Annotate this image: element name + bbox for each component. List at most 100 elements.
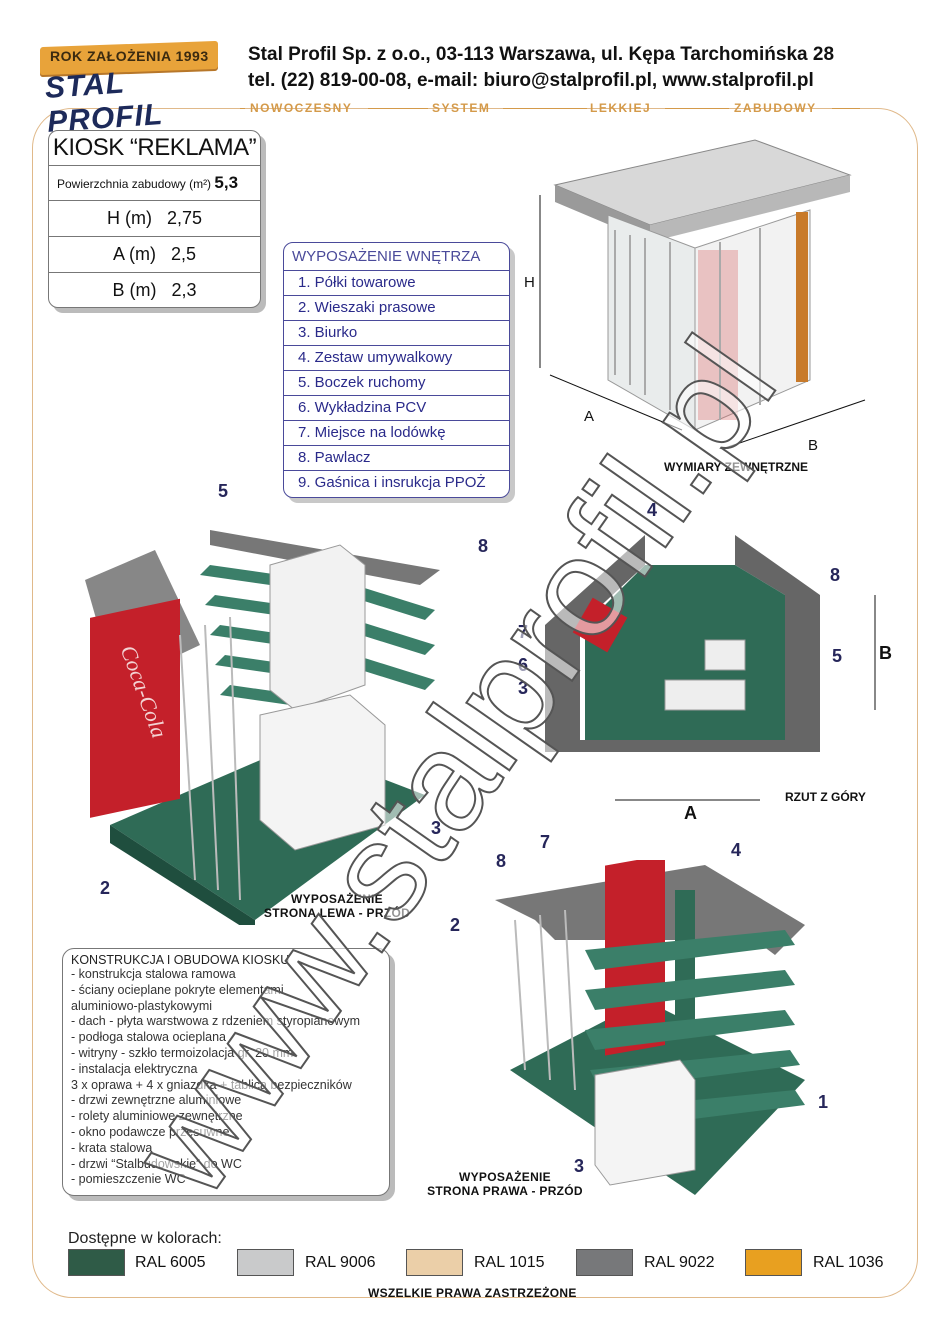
- left-caption-line: WYPOSAŻENIE: [291, 892, 383, 906]
- color-swatch: [745, 1249, 802, 1276]
- tagline-word-2: SYSTEM: [432, 101, 491, 115]
- left-callout-5: 5: [218, 481, 229, 501]
- construction-box: KONSTRUKCJA I OBUDOWA KIOSKU - konstrukc…: [62, 948, 390, 1196]
- page-frame: [32, 108, 918, 1298]
- dimension-value: 2,5: [170, 244, 197, 264]
- right-callout-1: 1: [818, 1092, 829, 1112]
- equipment-item: 5. Boczek ruchomy: [284, 371, 509, 396]
- construction-line: - ściany ocieplane pokryte elementami: [71, 982, 284, 997]
- dimension-row: B (m) 2,3: [49, 273, 260, 307]
- kiosk-title: KIOSK “REKLAMA”: [49, 131, 260, 166]
- construction-line: - drzwi “Stalbudowskie” do WC: [71, 1156, 242, 1171]
- right-callout-2: 2: [450, 915, 461, 935]
- right-interior-drawing: [495, 860, 805, 1195]
- company-contact: tel. (22) 819-00-08, e-mail: biuro@stalp…: [248, 70, 814, 91]
- construction-title: KONSTRUKCJA I OBUDOWA KIOSKU: [71, 953, 290, 967]
- top-callout-8: 8: [830, 565, 841, 585]
- equipment-title: WYPOSAŻENIE WNĘTRZA: [284, 243, 509, 271]
- color-label: RAL 9022: [644, 1254, 715, 1271]
- equipment-item: 2. Wieszaki prasowe: [284, 296, 509, 321]
- construction-line: - instalacja elektryczna: [71, 1061, 198, 1076]
- equipment-item: 3. Biurko: [284, 321, 509, 346]
- rights-footer: WSZELKIE PRAWA ZASTRZEŻONE: [368, 1286, 577, 1300]
- construction-line: 3 x oprawa + 4 x gniazdka + tablica bezp…: [71, 1077, 352, 1092]
- tagline-rule: [503, 108, 587, 109]
- exterior-dim-b: B: [808, 437, 819, 454]
- dimension-label: H (m): [106, 208, 152, 228]
- left-view-caption: WYPOSAŻENIE STRONA LEWA - PRZÓD: [262, 892, 412, 920]
- dimension-row: A (m) 2,5: [49, 237, 260, 273]
- company-logo: ROK ZAŁOŻENIA 1993 STAL PROFIL: [40, 40, 218, 139]
- tagline-word-4: ZABUDOWY: [734, 101, 817, 115]
- kiosk-spec-table: KIOSK “REKLAMA” Powierzchnia zabudowy (m…: [48, 130, 261, 308]
- construction-line: - rolety aluminiowe zewnętrzne: [71, 1109, 243, 1124]
- top-callout-4: 4: [647, 500, 658, 520]
- tagline-rule: [240, 108, 245, 109]
- top-callout-3: 3: [518, 678, 529, 698]
- right-callout-7: 7: [540, 832, 551, 852]
- construction-line: - witryny - szkło termoizolacja gr. 20 m…: [71, 1045, 294, 1060]
- equipment-item: 1. Półki towarowe: [284, 271, 509, 296]
- color-label: RAL 6005: [135, 1254, 206, 1271]
- construction-line: - okno podawcze przesuwne: [71, 1124, 230, 1139]
- tagline-rule: [665, 108, 729, 109]
- exterior-dim-h: H: [524, 274, 535, 291]
- tagline-word-1: NOWOCZESNY: [250, 101, 353, 115]
- right-callout-8: 8: [496, 851, 507, 871]
- equipment-item: 9. Gaśnica i insrukcja PPOŻ: [298, 474, 486, 491]
- dimension-label: A (m): [112, 244, 156, 264]
- right-caption-line: WYPOSAŻENIE: [459, 1170, 551, 1184]
- color-swatch: [406, 1249, 463, 1276]
- company-address: Stal Profil Sp. z o.o., 03-113 Warszawa,…: [248, 44, 835, 65]
- left-callout-8: 8: [478, 536, 489, 556]
- construction-line: aluminiowo-plastykowymi: [71, 998, 213, 1013]
- tagline-rule: [368, 108, 428, 109]
- area-row: Powierzchnia zabudowy (m²) 5,3: [49, 166, 260, 201]
- equipment-item: 4. Zestaw umywalkowy: [284, 346, 509, 371]
- top-callout-7: 7: [518, 622, 529, 642]
- area-label: Powierzchnia zabudowy (m²): [57, 177, 212, 191]
- top-callout-5: 5: [832, 646, 843, 666]
- construction-line: - drzwi zewnętrzne aluminiowe: [71, 1093, 242, 1108]
- area-value: 5,3: [214, 173, 239, 192]
- right-callout-3: 3: [574, 1156, 585, 1176]
- top-dim-a: A: [684, 803, 697, 823]
- exterior-view-drawing: [539, 139, 866, 449]
- color-swatch: [237, 1249, 294, 1276]
- right-caption-line: STRONA PRAWA - PRZÓD: [427, 1184, 583, 1198]
- left-callout-2: 2: [100, 878, 111, 898]
- construction-line: - krata stalowa: [71, 1140, 153, 1155]
- dimension-value: 2,3: [171, 280, 197, 300]
- dimension-label: B (m): [112, 280, 157, 300]
- equipment-list: WYPOSAŻENIE WNĘTRZA 1. Półki towarowe 2.…: [283, 242, 510, 498]
- color-label: RAL 9006: [305, 1254, 376, 1271]
- top-view-drawing: [545, 535, 876, 801]
- color-label: RAL 1015: [474, 1254, 545, 1271]
- construction-line: - konstrukcja stalowa ramowa: [71, 967, 236, 981]
- equipment-item: 8. Pawlacz: [284, 446, 509, 471]
- construction-line: - dach - płyta warstwowa z rdzeniem styr…: [71, 1014, 360, 1029]
- dimension-value: 2,75: [166, 208, 203, 228]
- colors-title: Dostępne w kolorach:: [68, 1230, 222, 1247]
- exterior-caption: WYMIARY ZEWNĘTRZNE: [664, 460, 808, 474]
- right-view-caption: WYPOSAŻENIE STRONA PRAWA - PRZÓD: [420, 1170, 590, 1198]
- top-callout-6: 6: [518, 655, 529, 675]
- color-label: RAL 1036: [813, 1254, 884, 1271]
- left-interior-drawing: Coca-Cola: [85, 530, 440, 925]
- top-dim-b: B: [879, 643, 892, 663]
- tagline-word-3: LEKKIEJ: [590, 101, 652, 115]
- exterior-dim-a: A: [584, 408, 595, 425]
- construction-line: - podłoga stalowa ocieplana: [71, 1030, 226, 1045]
- equipment-item: 7. Miejsce na lodówkę: [284, 421, 509, 446]
- logo-year: ROK ZAŁOŻENIA 1993: [50, 48, 209, 64]
- equipment-item: 6. Wykładzina PCV: [284, 396, 509, 421]
- color-swatch: [68, 1249, 125, 1276]
- left-callout-3: 3: [431, 818, 442, 838]
- construction-line: - pomieszczenie WC: [71, 1172, 186, 1187]
- dimension-row: H (m) 2,75: [49, 201, 260, 237]
- left-caption-line: STRONA LEWA - PRZÓD: [263, 906, 411, 920]
- right-callout-4: 4: [731, 840, 742, 860]
- color-swatch: [576, 1249, 633, 1276]
- top-view-caption: RZUT Z GÓRY: [785, 790, 866, 804]
- tagline-rule: [832, 108, 860, 109]
